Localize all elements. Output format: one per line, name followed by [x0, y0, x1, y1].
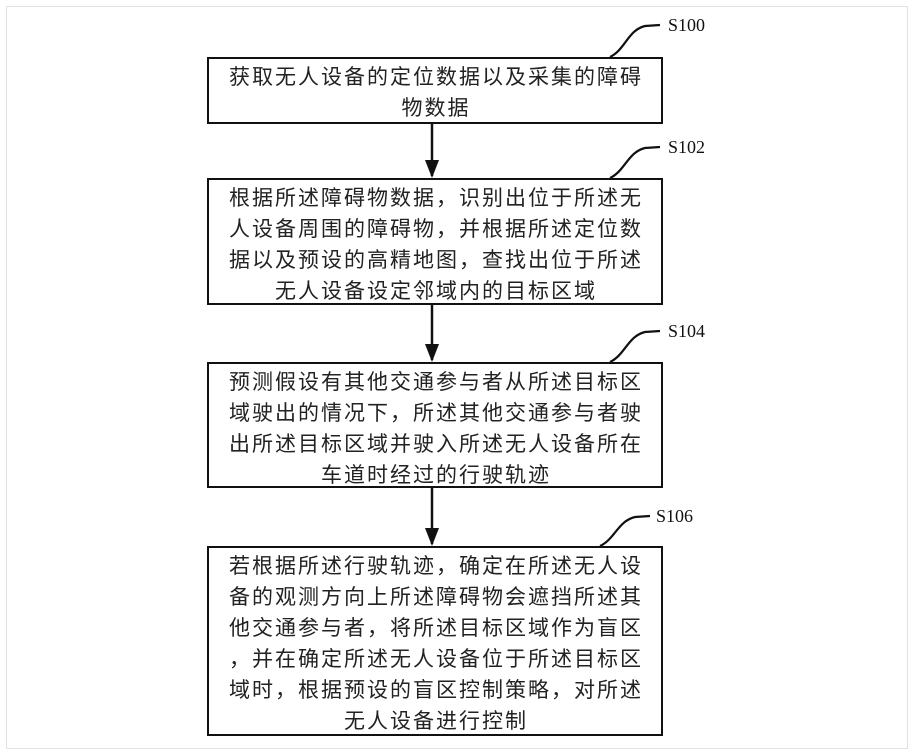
step-text-line: 获取无人设备的定位数据以及采集的障碍 [229, 65, 643, 89]
step-text-line: 无人设备设定邻域内的目标区域 [275, 279, 597, 303]
step-text-line: 他交通参与者，将所述目标区域作为盲区 [229, 616, 643, 640]
step-text-line: 无人设备进行控制 [344, 709, 528, 733]
step-label-s102: S102 [668, 137, 706, 157]
step-text-line: 若根据所述行驶轨迹，确定在所述无人设 [229, 554, 643, 578]
step-text-line: 域时，根据预设的盲区控制策略，对所述 [229, 678, 643, 702]
step-text-line: 据以及预设的高精地图，查找出位于所述 [229, 248, 643, 272]
arrowhead-s106 [425, 528, 439, 546]
step-box-s104: 预测假设有其他交通参与者从所述目标区 域驶出的情况下，所述其他交通参与者驶 出所… [207, 362, 663, 488]
step-text-line: 预测假设有其他交通参与者从所述目标区 [229, 370, 643, 394]
arrowhead-s102 [425, 160, 439, 178]
step-text-line: 人设备周围的障碍物，并根据所述定位数 [229, 217, 643, 241]
leader-s100 [609, 23, 661, 58]
leader-s102 [609, 145, 661, 179]
step-box-s100: 获取无人设备的定位数据以及采集的障碍 物数据 [207, 57, 663, 124]
step-text-line: 物数据 [401, 96, 471, 120]
step-text-line: 出所述目标区域并驶入所述无人设备所在 [229, 432, 643, 456]
step-box-s106: 若根据所述行驶轨迹，确定在所述无人设 备的观测方向上所述障碍物会遮挡所述其 他交… [207, 546, 663, 736]
step-label-s104: S104 [668, 321, 706, 341]
leader-s106 [599, 514, 651, 547]
step-box-s102: 根据所述障碍物数据，识别出位于所述无 人设备周围的障碍物，并根据所述定位数 据以… [207, 178, 663, 305]
step-text-line: 车道时经过的行驶轨迹 [321, 463, 551, 487]
step-text-line: 根据所述障碍物数据，识别出位于所述无 [229, 186, 643, 210]
step-text-line: ，并在确定所述无人设备位于所述目标区 [229, 647, 643, 671]
step-text-line: 域驶出的情况下，所述其他交通参与者驶 [229, 401, 643, 425]
step-label-s100: S100 [668, 15, 706, 35]
step-text-line: 备的观测方向上所述障碍物会遮挡所述其 [229, 585, 643, 609]
leader-s104 [609, 329, 661, 363]
arrowhead-s104 [425, 344, 439, 362]
step-label-s106: S106 [656, 506, 694, 526]
